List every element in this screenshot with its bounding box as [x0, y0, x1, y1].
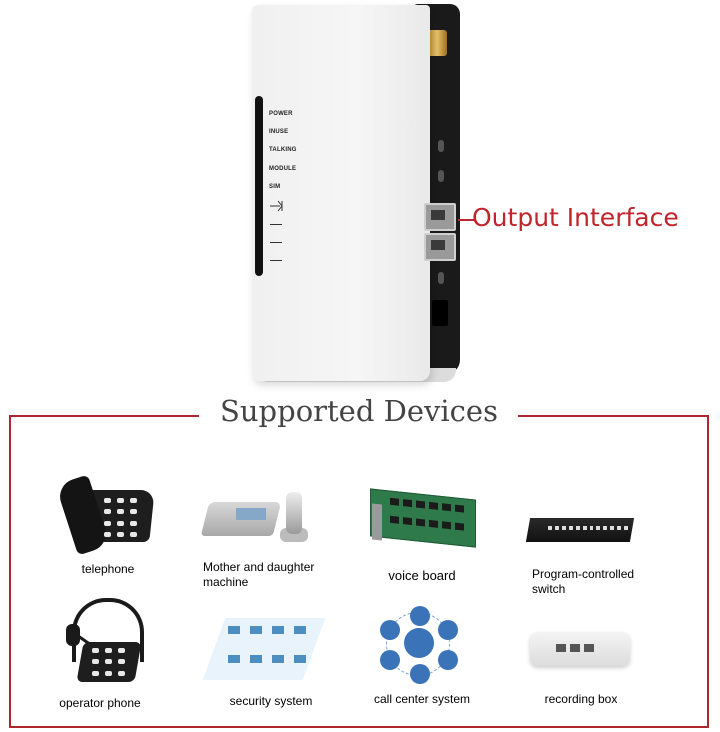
supported-devices-frame	[9, 416, 709, 728]
call-center-node-icon	[438, 620, 458, 640]
recording-box-port-icon	[570, 644, 580, 652]
signal-antenna-icon	[270, 199, 286, 212]
headset-earpiece-icon	[66, 624, 80, 646]
switch-ports	[548, 526, 629, 536]
recording-box-port-icon	[584, 644, 594, 652]
device-label-voice-board: voice board	[388, 568, 456, 583]
output-interface-label: Output Interface	[472, 203, 679, 232]
line-indicator-1-icon	[270, 224, 282, 225]
device-label-security-system: security system	[229, 694, 313, 708]
side-led-icon	[438, 170, 444, 182]
led-label-power: POWER	[269, 111, 293, 117]
led-label-talking: TALKING	[269, 147, 297, 153]
call-center-node-icon	[380, 620, 400, 640]
recording-box-port-icon	[556, 644, 566, 652]
cordless-handset-icon	[286, 492, 302, 534]
recording-box-icon	[530, 632, 630, 666]
rj11-port-1-icon	[424, 203, 456, 231]
power-jack-icon	[432, 300, 448, 326]
led-indicator-strip	[255, 96, 263, 276]
line-indicator-2-icon	[270, 242, 282, 243]
telephone-keypad	[104, 498, 148, 538]
side-button-icon	[438, 140, 444, 152]
line-indicator-3-icon	[270, 260, 282, 261]
call-center-node-icon	[438, 650, 458, 670]
supported-devices-title: Supported Devices	[220, 394, 498, 428]
call-center-node-icon	[380, 650, 400, 670]
frame-top-border-right	[518, 415, 709, 417]
side-reset-icon	[438, 272, 444, 284]
output-pointer-line	[458, 219, 474, 221]
device-label-mother-daughter: Mother and daughter machine	[203, 560, 315, 589]
rj11-port-2-icon	[424, 233, 456, 261]
device-label-call-center: call center system	[373, 692, 471, 706]
antenna-connector-icon	[427, 30, 447, 56]
frame-top-border-left	[9, 415, 199, 417]
led-label-inuse: INUSE	[269, 129, 289, 135]
call-center-icon	[404, 628, 434, 658]
device-label-recording-box: recording box	[544, 692, 618, 706]
led-label-sim: SIM	[269, 184, 281, 190]
device-label-telephone: telephone	[81, 562, 135, 576]
device-label-switch: Program-controlled switch	[532, 567, 635, 596]
operator-keypad-keys	[92, 648, 136, 678]
security-nodes	[228, 626, 318, 676]
device-label-operator-phone: operator phone	[59, 696, 141, 710]
call-center-node-icon	[410, 606, 430, 626]
base-screen	[236, 508, 266, 520]
call-center-node-icon	[410, 664, 430, 684]
led-label-module: MODULE	[269, 166, 297, 172]
voice-board-bracket	[372, 503, 382, 541]
gateway-device-front	[252, 5, 430, 381]
